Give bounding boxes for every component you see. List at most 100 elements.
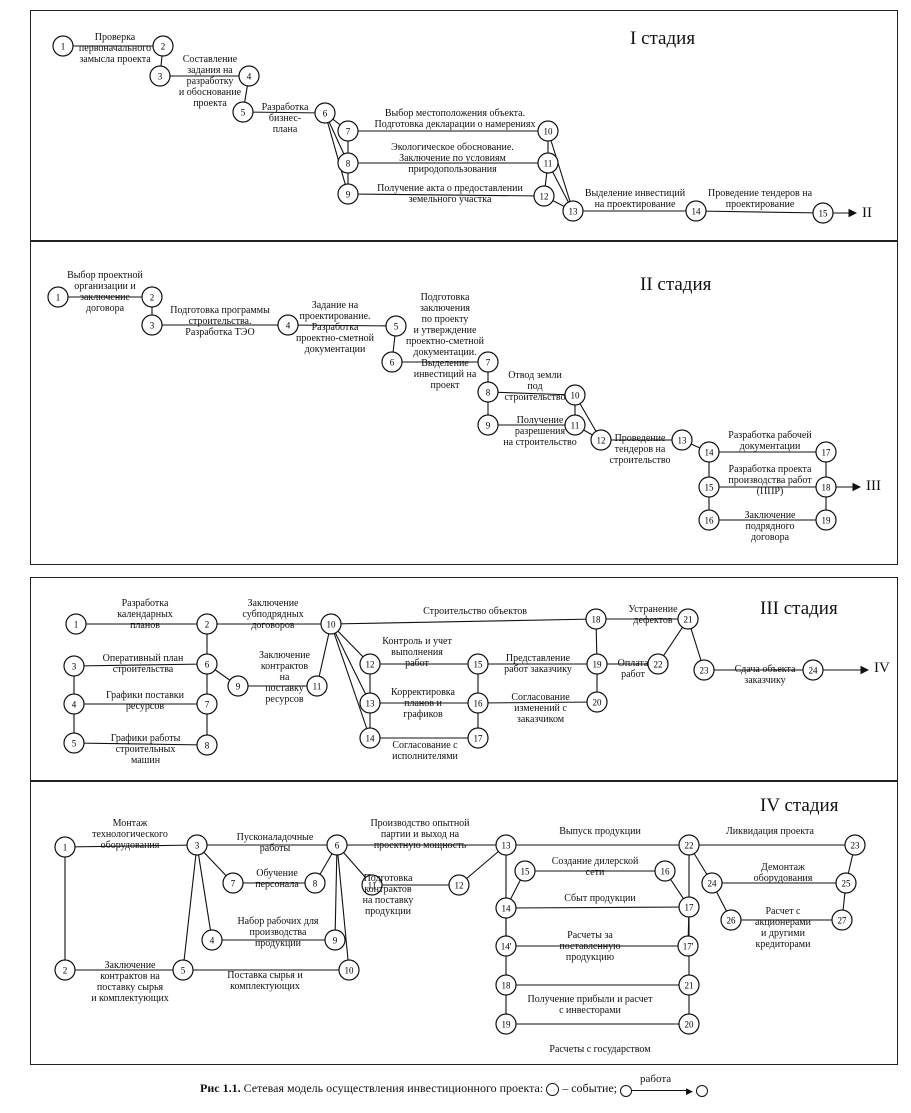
event-number: 21 — [684, 615, 693, 625]
event-number: 3 — [158, 72, 163, 82]
event-node: 9 — [477, 414, 499, 436]
work-edge — [334, 844, 338, 941]
work-edge — [477, 701, 598, 704]
event-circle — [304, 872, 326, 894]
event-node: 12 — [448, 874, 470, 896]
event-circle — [320, 613, 342, 635]
s2-work-label: Разработка проекта производства работ (П… — [728, 464, 812, 497]
event-node: 13 — [359, 692, 381, 714]
s3-work-label: Разработка календарных планов — [117, 598, 173, 631]
s3-work-label: Графики работы строительных машин — [110, 733, 181, 766]
event-number: 5 — [181, 966, 186, 976]
event-number: 10 — [571, 391, 581, 401]
event-circle — [196, 734, 218, 756]
event-circle — [54, 959, 76, 981]
s4-work-label: Создание дилерской сети — [551, 856, 639, 878]
event-circle — [495, 834, 517, 856]
event-number: 22 — [685, 841, 694, 851]
event-circle — [448, 874, 470, 896]
event-node: 6 — [314, 102, 336, 124]
event-circle — [698, 509, 720, 531]
event-circle — [562, 200, 584, 222]
event-circle — [149, 65, 171, 87]
event-circle — [815, 476, 837, 498]
event-number: 11 — [571, 421, 580, 431]
event-circle — [172, 959, 194, 981]
event-circle — [678, 1013, 700, 1035]
s4-work-label: Монтаж технологического оборудования — [92, 818, 168, 851]
event-circle — [141, 286, 163, 308]
s4-work-label: Ликвидация проекта — [726, 826, 814, 837]
event-circle — [812, 202, 834, 224]
event-circle — [815, 441, 837, 463]
s3-work-label: Графики поставки ресурсов — [105, 690, 185, 712]
event-circle — [385, 315, 407, 337]
s3-work-label: Согласование изменений с заказчиком — [511, 692, 570, 725]
event-circle — [63, 655, 85, 677]
event-number: 9 — [346, 190, 351, 200]
event-number: 4 — [286, 321, 291, 331]
event-node: 19 — [815, 509, 837, 531]
continue-to-stage-3: III — [866, 478, 881, 494]
event-node: 18 — [495, 974, 517, 996]
s4-work-label: Расчеты за поставленную продукцию — [559, 930, 621, 963]
event-circle — [63, 693, 85, 715]
event-node: 18 — [815, 476, 837, 498]
event-node: 3 — [141, 314, 163, 336]
event-circle — [52, 35, 74, 57]
event-number: 14 — [502, 904, 512, 914]
stage-1-panel — [30, 10, 898, 242]
event-node: 16 — [467, 692, 489, 714]
work-edge — [324, 112, 349, 195]
event-number: 19 — [593, 660, 603, 670]
event-number: 7 — [205, 700, 210, 710]
event-node: 3 — [149, 65, 171, 87]
event-number: 6 — [205, 660, 210, 670]
event-number: 1 — [56, 293, 61, 303]
event-node: 7 — [477, 351, 499, 373]
event-number: 7 — [486, 358, 491, 368]
event-node: 7 — [196, 693, 218, 715]
event-number: 8 — [205, 741, 210, 751]
s4-work-label: Производство опытной партии и выход на п… — [370, 818, 470, 851]
event-number: 12 — [540, 192, 549, 202]
event-number: 16 — [705, 516, 715, 526]
event-number: 11 — [368, 881, 377, 891]
event-node: 4 — [63, 693, 85, 715]
event-node: 21 — [677, 608, 699, 630]
event-node: 15 — [514, 860, 536, 882]
event-number: 16 — [661, 867, 671, 877]
event-circle — [677, 608, 699, 630]
event-circle — [186, 834, 208, 856]
event-node: 15 — [698, 476, 720, 498]
event-circle — [671, 429, 693, 451]
event-circle — [514, 860, 536, 882]
event-node: 17 — [467, 727, 489, 749]
event-node: 6 — [196, 653, 218, 675]
event-circle — [152, 35, 174, 57]
event-node: 6 — [381, 351, 403, 373]
event-circle — [844, 834, 866, 856]
event-circle — [63, 732, 85, 754]
stage-3-title: III стадия — [760, 598, 838, 619]
event-number: 17' — [683, 942, 694, 952]
event-number: 14 — [705, 448, 715, 458]
event-number: 21 — [685, 981, 694, 991]
event-circle — [720, 909, 742, 931]
s3-work-label: Сдача объекта заказчику — [734, 664, 796, 686]
s1-work-label: Выбор местоположения объекта. Подготовка… — [374, 108, 536, 130]
event-node: 7 — [222, 872, 244, 894]
event-number: 11 — [313, 682, 322, 692]
work-legend-icon: ▶ работа — [620, 1073, 709, 1098]
event-node: 4 — [277, 314, 299, 336]
event-circle — [693, 659, 715, 681]
event-node: 19 — [586, 653, 608, 675]
event-circle — [47, 286, 69, 308]
event-circle — [314, 102, 336, 124]
event-number: 6 — [390, 358, 395, 368]
event-number: 13 — [678, 436, 688, 446]
event-node: 25 — [835, 872, 857, 894]
s1-work-label: Проведение тендеров на проектирование — [707, 188, 813, 210]
event-circle — [65, 613, 87, 635]
event-node: 11 — [564, 414, 586, 436]
